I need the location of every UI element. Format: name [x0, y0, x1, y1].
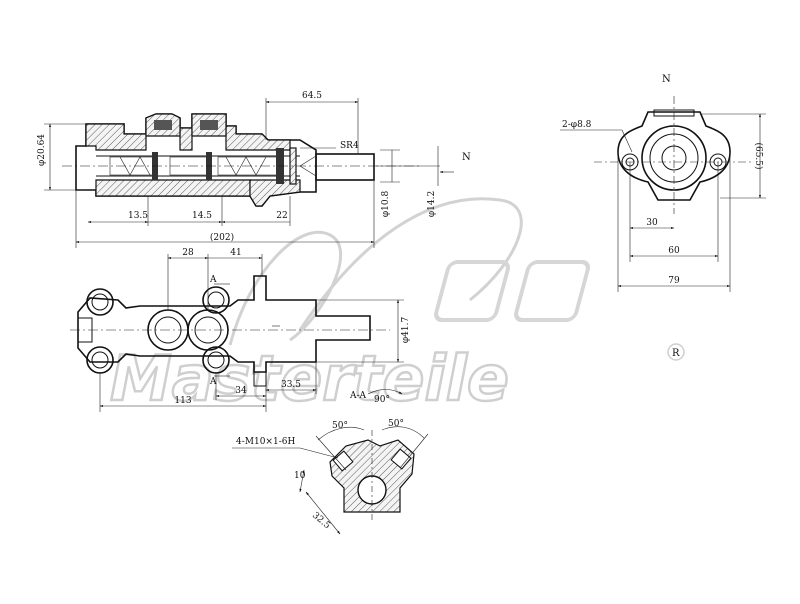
port-seal-left — [154, 120, 172, 130]
dim-13-5: 13.5 — [128, 211, 148, 221]
dim-65-5: (65.5) — [753, 142, 764, 169]
side-section-view: φ20.64 64.5 SR4 N φ10.8 φ14.2 13.5 14.5 … — [37, 91, 471, 248]
port-seal-right — [200, 120, 218, 130]
dim-22: 22 — [276, 211, 287, 221]
dim-28: 28 — [182, 248, 194, 258]
dim-14-2: φ14.2 — [427, 191, 437, 217]
dim-113: 113 — [174, 396, 191, 406]
section-a-bottom: A — [209, 377, 217, 387]
dim-32-5: 32.5 — [310, 511, 332, 532]
sr-radius: SR4 — [340, 141, 359, 151]
dim-41-7: φ41.7 — [401, 317, 411, 344]
dim-10: 10 — [294, 471, 306, 481]
end-view: N 2-φ8.8 (65.5) 30 60 79 — [560, 74, 766, 292]
dim-60: 60 — [668, 246, 680, 256]
n-mark-side: N — [462, 152, 471, 163]
thread-spec: 4-M10×1-6H — [236, 437, 295, 447]
watermark-brand: Masterteile — [110, 342, 509, 415]
dim-bore-left: φ20.64 — [37, 134, 47, 166]
top-view: 28 41 A A φ41.7 34 33.5 113 A-A 90° — [70, 248, 411, 412]
dim-34: 34 — [235, 386, 247, 396]
dim-10-8: φ10.8 — [381, 191, 391, 218]
dim-total-202: (202) — [210, 232, 234, 243]
section-a-a-view: 4-M10×1-6H 50° 50° 10 32.5 — [232, 419, 429, 535]
angle-50-right: 50° — [388, 419, 404, 429]
dim-79: 79 — [668, 276, 680, 286]
section-a-top: A — [209, 275, 217, 285]
angle-90: 90° — [374, 395, 390, 405]
watermark: Masterteile R — [109, 197, 685, 416]
dim-14-5: 14.5 — [192, 211, 212, 221]
registered-mark-letter: R — [672, 348, 680, 359]
dim-33-5: 33.5 — [281, 380, 301, 390]
angle-50-left: 50° — [332, 421, 348, 431]
dim-30: 30 — [646, 218, 658, 228]
holes-2-8-8: 2-φ8.8 — [562, 120, 592, 130]
section-label-a-a: A-A — [349, 391, 367, 401]
n-mark-end: N — [662, 74, 671, 85]
registered-mark — [667, 343, 685, 361]
dim-64-5: 64.5 — [302, 91, 322, 101]
dim-41: 41 — [230, 248, 241, 258]
